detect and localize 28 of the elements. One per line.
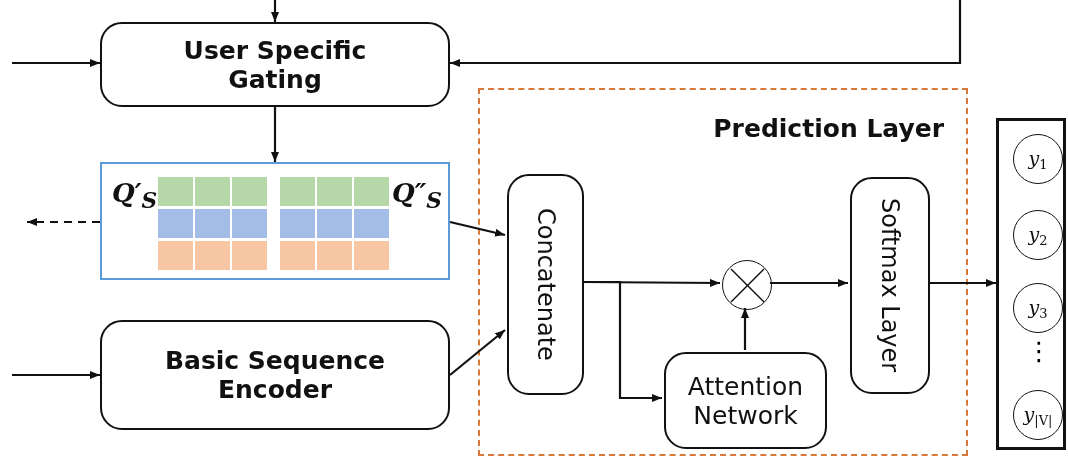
arrow bbox=[12, 59, 100, 67]
matrix-label: Q″$_{S}$ bbox=[392, 178, 442, 214]
arrow bbox=[271, 0, 279, 22]
output-circle: y$_{2}$ bbox=[1013, 210, 1063, 260]
group-title: Prediction Layer bbox=[713, 114, 944, 143]
dashed-arrow bbox=[27, 218, 100, 226]
ellipsis-dots: ⋮ bbox=[1026, 338, 1052, 364]
process-box: Softmax Layer bbox=[850, 177, 930, 394]
process-box: User Specific Gating bbox=[100, 22, 450, 107]
matrix-panel bbox=[100, 162, 450, 280]
output-box bbox=[996, 118, 1066, 450]
arrow bbox=[271, 107, 279, 162]
output-circle: y$_{|V|}$ bbox=[1013, 390, 1063, 440]
dashed-group-frame bbox=[478, 88, 968, 456]
process-box: Concatenate bbox=[507, 174, 584, 395]
arrow bbox=[928, 279, 996, 287]
process-box: Attention Network bbox=[664, 352, 827, 449]
process-box: Basic Sequence Encoder bbox=[100, 320, 450, 430]
arrow bbox=[770, 279, 848, 287]
arrow bbox=[12, 371, 100, 379]
arrow bbox=[449, 329, 506, 376]
multiply-operator bbox=[722, 260, 772, 310]
arrow bbox=[741, 308, 749, 350]
arrow bbox=[449, 220, 506, 237]
output-circle: y$_{3}$ bbox=[1013, 283, 1063, 333]
output-circle: y$_{1}$ bbox=[1013, 134, 1063, 184]
matrix-label: Q′$_{S}$ bbox=[112, 178, 158, 214]
arrow bbox=[450, 0, 962, 67]
